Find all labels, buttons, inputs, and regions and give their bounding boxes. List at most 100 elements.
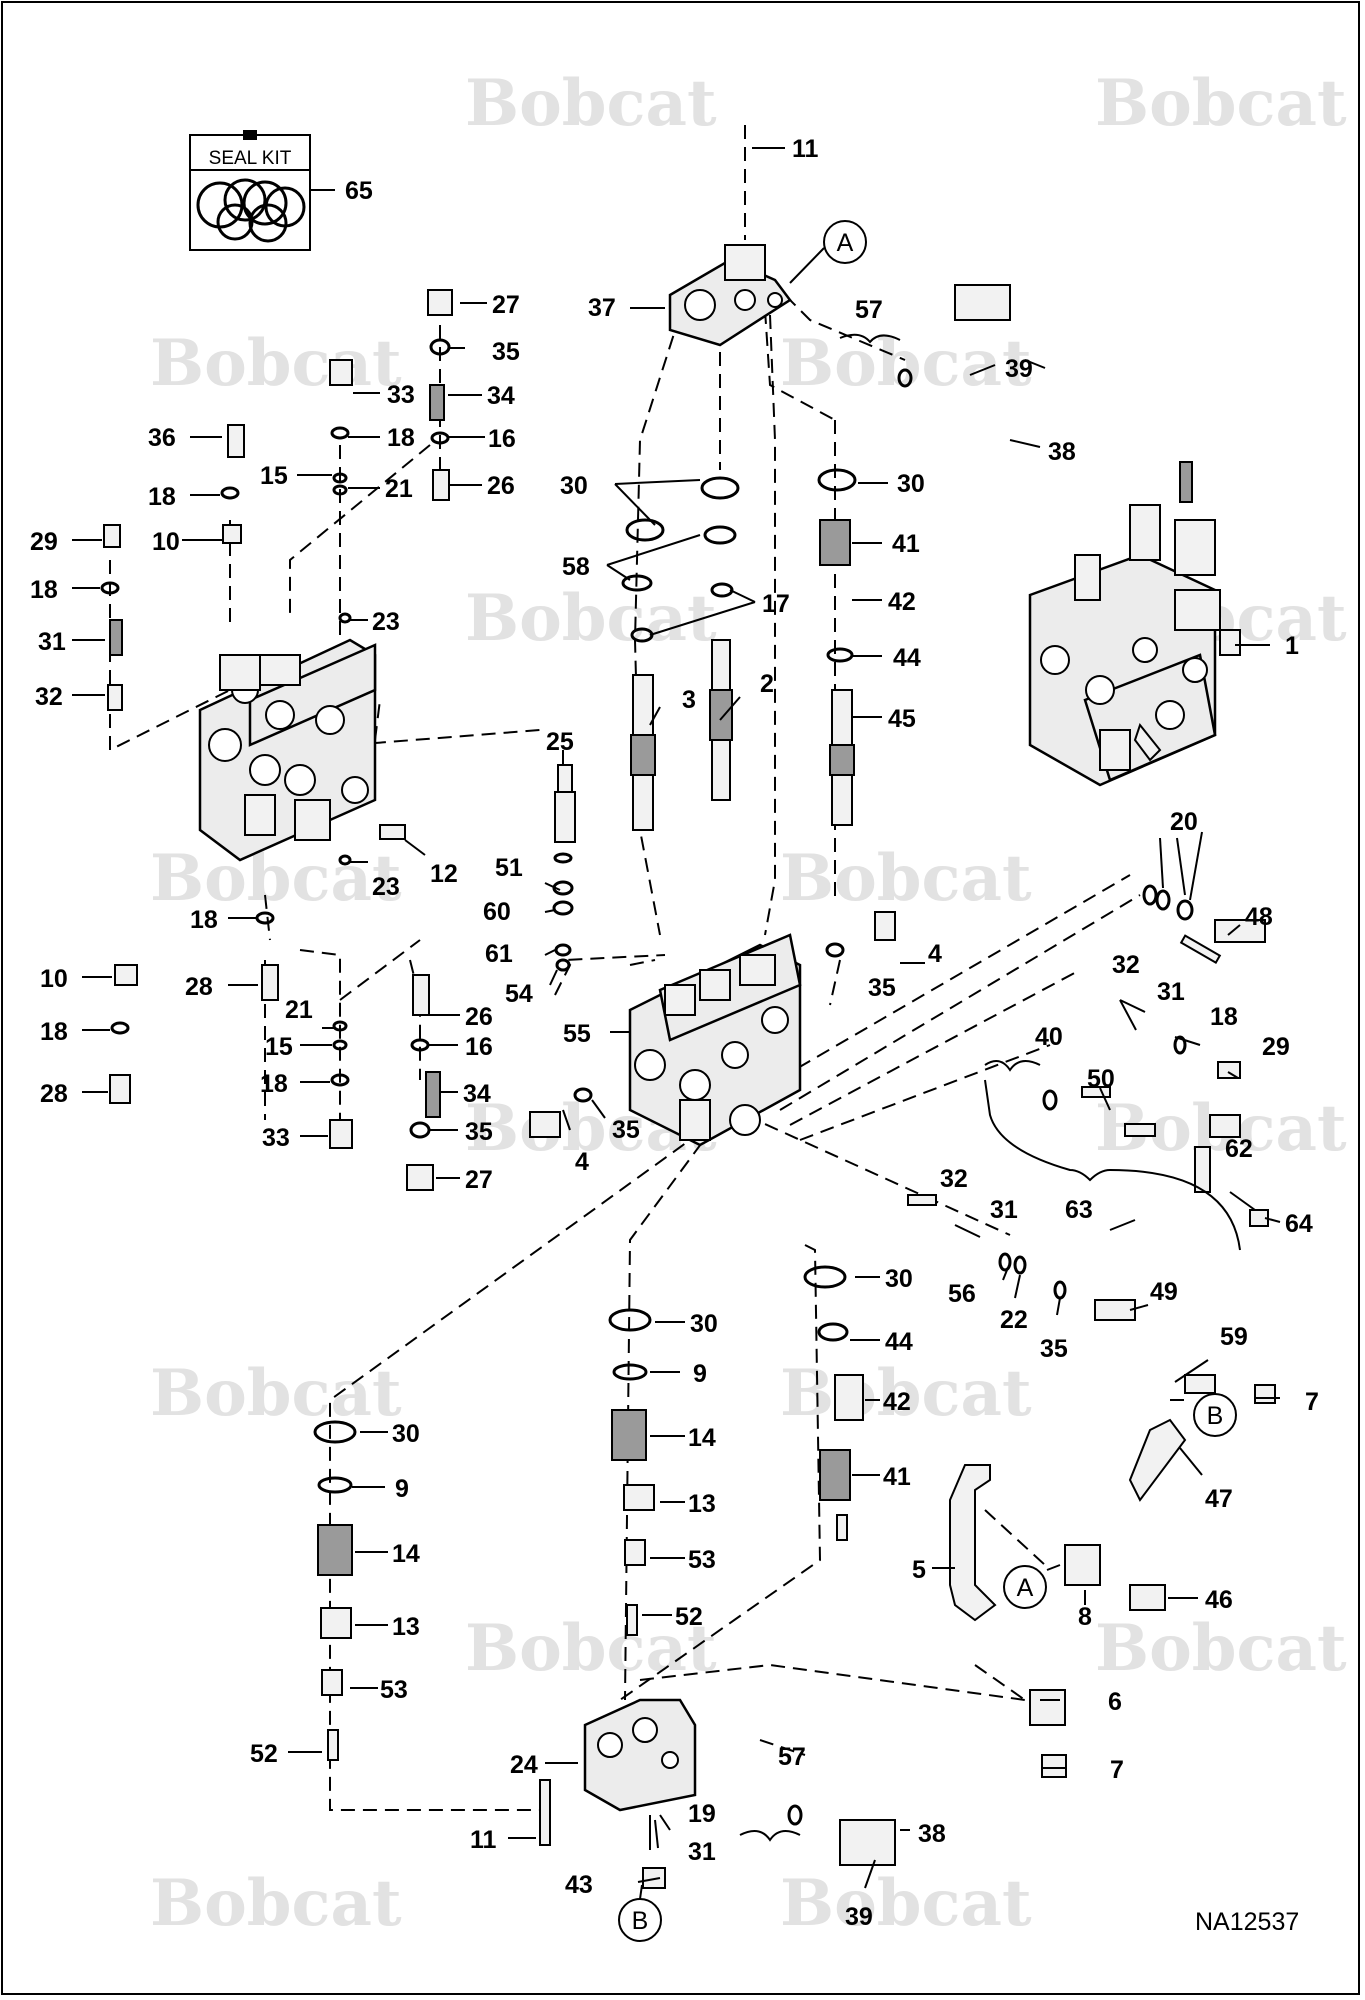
callout-13: 13 — [392, 1613, 420, 1641]
watermark-text: Bobcat — [150, 1866, 402, 1941]
spools — [630, 639, 855, 831]
valve-assembly-1 — [1028, 461, 1270, 787]
callout-27: 27 — [465, 1166, 493, 1194]
callout-47: 47 — [1205, 1485, 1233, 1513]
watermark-text: Bobcat — [150, 326, 402, 401]
callout-63: 63 — [1065, 1196, 1093, 1224]
callout-52: 52 — [675, 1603, 703, 1631]
callout-18: 18 — [30, 576, 58, 604]
callout-34: 34 — [463, 1080, 491, 1108]
callout-43: 43 — [565, 1871, 593, 1899]
watermark-text: Bobcat — [1095, 1611, 1347, 1686]
reference-b: B — [632, 1907, 649, 1935]
callout-39: 39 — [1005, 355, 1033, 383]
callout-28: 28 — [40, 1080, 68, 1108]
callout-57: 57 — [855, 296, 883, 324]
callout-38: 38 — [1048, 438, 1076, 466]
callout-10: 10 — [40, 965, 68, 993]
callout-18: 18 — [387, 424, 415, 452]
callout-64: 64 — [1285, 1210, 1313, 1238]
drawing-number: NA12537 — [1195, 1908, 1299, 1936]
callout-1: 1 — [1285, 632, 1299, 660]
callout-51: 51 — [495, 854, 523, 882]
callout-14: 14 — [688, 1424, 716, 1452]
housing-37 — [668, 244, 792, 347]
callout-35: 35 — [1040, 1335, 1068, 1363]
callout-21: 21 — [385, 475, 413, 503]
callout-33: 33 — [387, 381, 415, 409]
callout-20: 20 — [1170, 808, 1198, 836]
callout-29: 29 — [30, 528, 58, 556]
callout-4: 4 — [575, 1148, 589, 1176]
callout-27: 27 — [492, 291, 520, 319]
callout-32: 32 — [35, 683, 63, 711]
seal-kit-box: SEAL KIT — [189, 130, 335, 251]
callout-62: 62 — [1225, 1135, 1253, 1163]
callout-31: 31 — [688, 1838, 716, 1866]
callout-34: 34 — [487, 382, 515, 410]
callout-4: 4 — [928, 940, 942, 968]
callout-21: 21 — [285, 996, 313, 1024]
callout-49: 49 — [1150, 1278, 1178, 1306]
callout-39: 39 — [845, 1903, 873, 1931]
callout-9: 9 — [693, 1360, 707, 1388]
callout-33: 33 — [262, 1124, 290, 1152]
callout-65: 65 — [345, 177, 373, 205]
callout-59: 59 — [1220, 1323, 1248, 1351]
reference-b: B — [1207, 1402, 1224, 1430]
callout-6: 6 — [1108, 1688, 1122, 1716]
watermark-text: Bobcat — [150, 1356, 402, 1431]
callout-35: 35 — [465, 1118, 493, 1146]
callout-30: 30 — [560, 472, 588, 500]
callout-7: 7 — [1110, 1756, 1124, 1784]
callout-54: 54 — [505, 980, 533, 1008]
callout-30: 30 — [897, 470, 925, 498]
callout-14: 14 — [392, 1540, 420, 1568]
callout-5: 5 — [912, 1556, 926, 1584]
callout-31: 31 — [38, 628, 66, 656]
watermark-text: Bobcat — [780, 1866, 1032, 1941]
callout-30: 30 — [392, 1420, 420, 1448]
callout-18: 18 — [148, 483, 176, 511]
leader-lines — [72, 147, 1281, 1889]
group-braces — [739, 333, 1241, 1842]
watermark-text: Bobcat — [465, 581, 717, 656]
callout-3: 3 — [682, 686, 696, 714]
watermark-text: Bobcat — [780, 1356, 1032, 1431]
callout-61: 61 — [485, 940, 513, 968]
callout-40: 40 — [1035, 1023, 1063, 1051]
callout-18: 18 — [190, 906, 218, 934]
springs — [109, 384, 1146, 1850]
callout-18: 18 — [1210, 1003, 1238, 1031]
valve-section-left — [198, 638, 377, 862]
callout-18: 18 — [40, 1018, 68, 1046]
callout-44: 44 — [885, 1328, 913, 1356]
callout-22: 22 — [1000, 1306, 1028, 1334]
fittings-plugs — [103, 284, 1276, 1889]
callout-41: 41 — [883, 1463, 911, 1491]
callout-19: 19 — [688, 1800, 716, 1828]
seal-kit-label: SEAL KIT — [209, 148, 292, 169]
watermark-text: Bobcat — [1095, 66, 1347, 141]
callout-35: 35 — [492, 338, 520, 366]
watermark-layer: Bobcat Bobcat Bobcat Bobcat Bobcat Bobca… — [150, 66, 1347, 1941]
watermark-text: Bobcat — [780, 326, 1032, 401]
callout-labels: 65 11 37 57 39 38 27 35 34 16 26 33 18 1… — [30, 135, 1319, 1931]
callout-17: 17 — [762, 590, 790, 618]
callout-11: 11 — [470, 1826, 497, 1854]
callout-23: 23 — [372, 608, 400, 636]
reference-a: A — [837, 229, 854, 257]
callout-16: 16 — [465, 1033, 493, 1061]
callout-9: 9 — [395, 1475, 409, 1503]
callout-35: 35 — [612, 1116, 640, 1144]
callout-15: 15 — [265, 1033, 293, 1061]
callout-56: 56 — [948, 1280, 976, 1308]
callout-37: 37 — [588, 294, 616, 322]
callout-60: 60 — [483, 898, 511, 926]
callout-31: 31 — [1157, 978, 1185, 1006]
callout-53: 53 — [688, 1546, 716, 1574]
callout-55: 55 — [563, 1020, 591, 1048]
callout-18: 18 — [260, 1070, 288, 1098]
callout-16: 16 — [488, 425, 516, 453]
